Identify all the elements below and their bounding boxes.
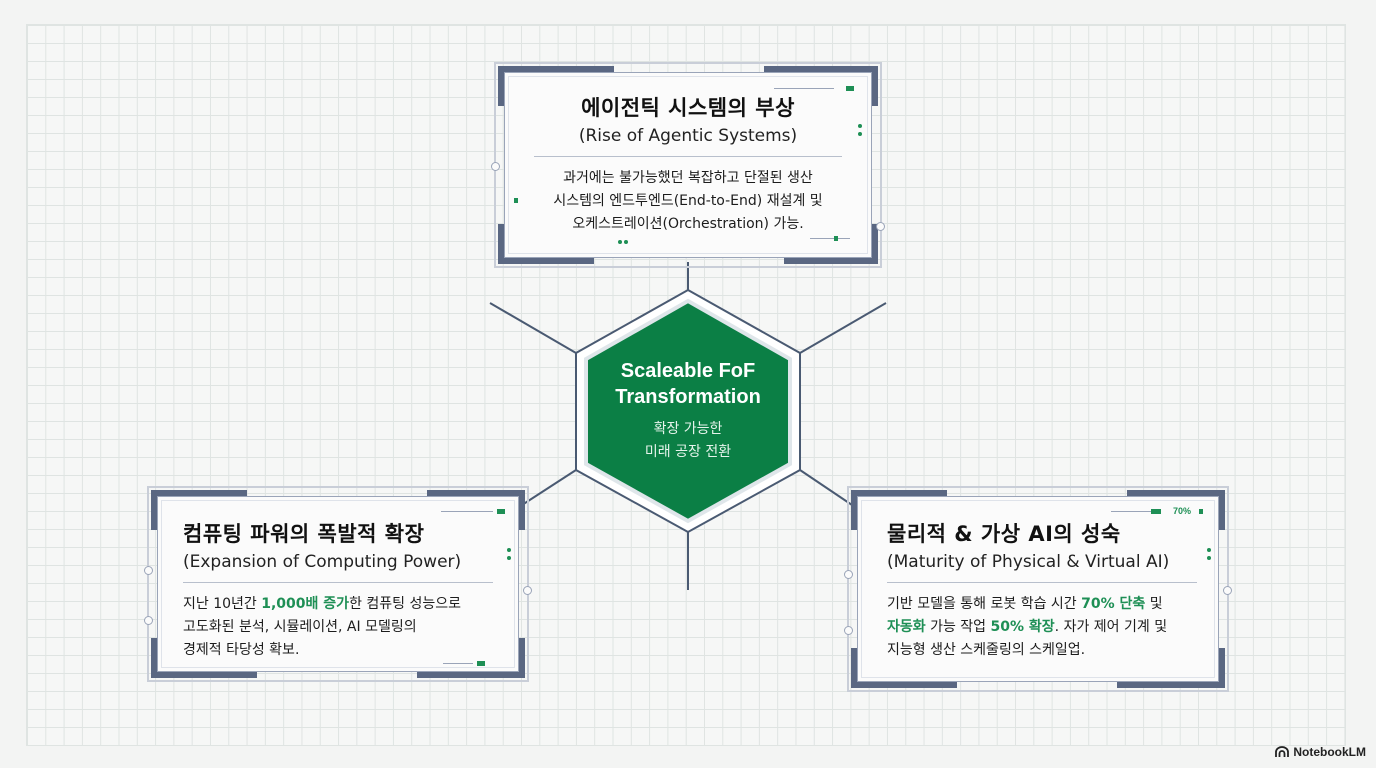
card-body-line: 경제적 타당성 확보. [183,642,300,658]
card-computing-power: 컴퓨팅 파워의 폭발적 확장 (Expansion of Computing P… [144,486,532,682]
percent-badge: 70% [1173,506,1192,516]
center-subtitle-line2: 미래 공장 전환 [644,444,732,460]
card-subtitle: (Expansion of Computing Power) [183,552,462,572]
card-divider [183,582,493,583]
center-title-line2: Transformation [615,386,761,408]
center-title-line1: Scaleable FoF [620,360,756,382]
notebooklm-watermark: NotebookLM [1275,745,1366,759]
center-node: Scaleable FoF Transformation 확장 가능한 미래 공… [576,290,800,532]
card-body-line: 지난 10년간 1,000배 증가한 컴퓨팅 성능으로 [183,596,462,612]
card-subtitle: (Rise of Agentic Systems) [578,126,798,146]
card-body-line: 시스템의 엔드투엔드(End-to-End) 재설계 및 [553,193,823,209]
card-body: 지난 10년간 1,000배 증가한 컴퓨팅 성능으로 고도화된 분석, 시뮬레… [183,593,493,662]
center-subtitle: 확장 가능한 미래 공장 전환 [645,418,731,464]
card-divider [887,582,1197,583]
connector-lower-left [521,469,577,506]
highlight-automation: 자동화 [887,619,926,635]
center-hexagon [575,288,801,534]
center-subtitle-line1: 확장 가능한 [653,421,723,437]
card-body: 기반 모델을 통해 로봇 학습 시간 70% 단축 및 자동화 가능 작업 50… [887,593,1197,662]
connector-upper-right [799,302,887,354]
card-body-line: 과거에는 불가능했던 복잡하고 단절된 생산 [563,170,813,186]
card-agentic-systems: 에이전틱 시스템의 부상 (Rise of Agentic Systems) 과… [491,62,885,268]
connector-lower-right [799,469,853,506]
notebooklm-logo-icon [1275,746,1290,757]
card-physical-virtual-ai: 70% 물리적 & 가상 AI의 성숙 (Maturity of Physica… [844,486,1232,692]
card-title: 물리적 & 가상 AI의 성숙 [887,522,1121,546]
watermark-text: NotebookLM [1293,745,1366,759]
card-subtitle: (Maturity of Physical & Virtual AI) [887,552,1170,572]
card-divider [534,156,842,157]
highlight-70pct: 70% 단축 [1081,596,1146,612]
connector-upper-left [489,302,577,354]
card-body: 과거에는 불가능했던 복잡하고 단절된 생산 시스템의 엔드투엔드(End-to… [534,167,842,236]
card-body-line: 기반 모델을 통해 로봇 학습 시간 70% 단축 및 [887,596,1163,612]
card-body-line: 자동화 가능 작업 50% 확장. 자가 제어 기계 및 [887,619,1168,635]
card-body-line: 고도화된 분석, 시뮬레이션, AI 모델링의 [183,619,417,635]
card-body-line: 지능형 생산 스케줄링의 스케일업. [887,642,1086,658]
highlight-50pct: 50% 확장 [990,619,1055,635]
highlight-1000x: 1,000배 증가 [261,596,350,612]
card-title: 컴퓨팅 파워의 폭발적 확장 [183,522,425,546]
card-title: 에이전틱 시스템의 부상 [581,96,795,120]
card-body-line: 오케스트레이션(Orchestration) 가능. [572,216,804,232]
